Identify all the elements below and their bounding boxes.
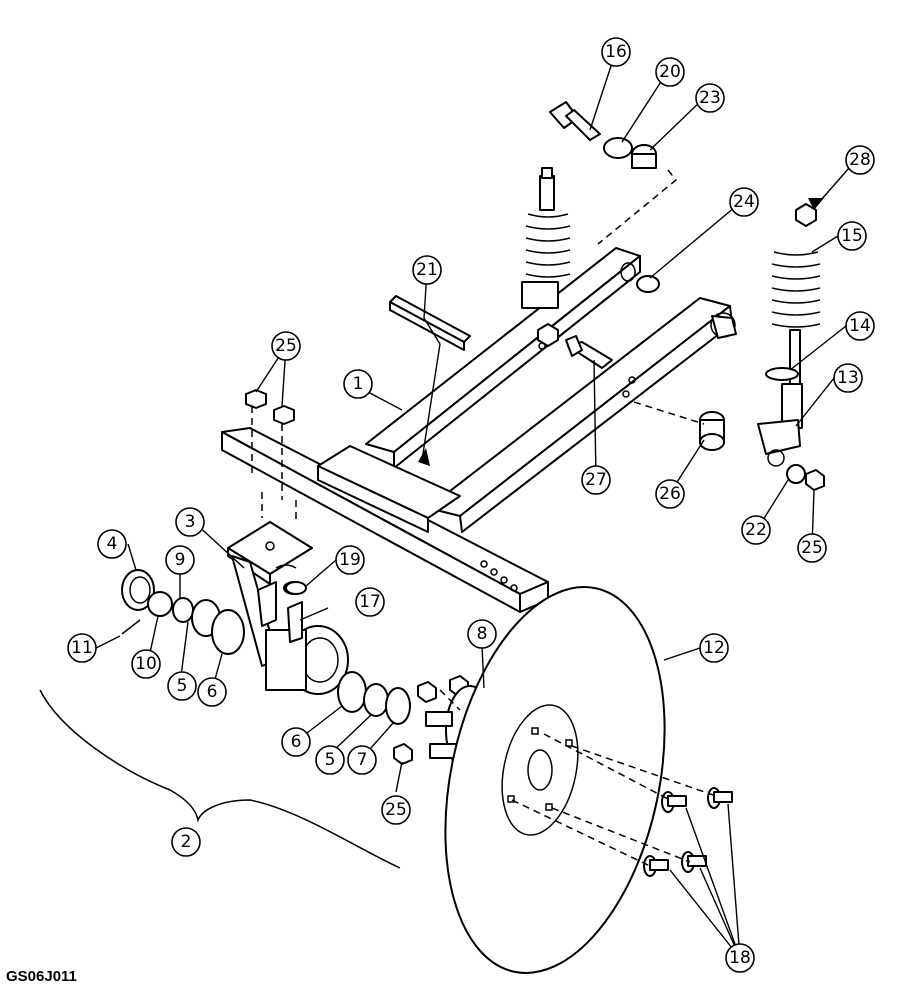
svg-text:4: 4	[107, 534, 118, 554]
callout-6b: 6	[281, 727, 311, 757]
callout-3: 3	[175, 507, 205, 537]
callout-21: 21	[412, 255, 442, 285]
svg-text:2: 2	[181, 832, 192, 852]
svg-text:11: 11	[71, 638, 93, 658]
spring-assembly-left	[521, 167, 571, 309]
bearing-bracket	[227, 521, 349, 695]
callout-10: 10	[131, 649, 161, 679]
key-bar	[389, 295, 471, 351]
small-hardware	[285, 464, 825, 595]
callout-15: 15	[837, 221, 867, 251]
svg-text:7: 7	[357, 750, 368, 770]
callout-12: 12	[699, 633, 729, 663]
callout-11: 11	[67, 633, 97, 663]
svg-text:10: 10	[135, 654, 157, 674]
svg-text:24: 24	[733, 192, 755, 212]
svg-text:15: 15	[841, 226, 863, 246]
svg-text:3: 3	[185, 512, 196, 532]
svg-text:26: 26	[659, 484, 681, 504]
assembly-lines	[251, 169, 717, 867]
group-brace	[39, 689, 401, 869]
svg-text:5: 5	[325, 750, 336, 770]
callout-13: 13	[833, 363, 863, 393]
callout-18: 18	[725, 943, 755, 973]
svg-text:23: 23	[699, 88, 721, 108]
svg-text:25: 25	[385, 800, 407, 820]
svg-text:25: 25	[801, 538, 823, 558]
svg-text:5: 5	[177, 676, 188, 696]
svg-text:1: 1	[353, 374, 364, 394]
callout-20: 20	[655, 57, 685, 87]
callout-7: 7	[347, 745, 377, 775]
callout-25a: 25	[271, 331, 301, 361]
svg-text:28: 28	[849, 150, 871, 170]
svg-text:13: 13	[837, 368, 859, 388]
callout-14: 14	[845, 311, 875, 341]
svg-text:6: 6	[291, 732, 302, 752]
spring-rod-right	[757, 203, 821, 467]
svg-text:16: 16	[605, 42, 627, 62]
callout-28: 28	[845, 145, 875, 175]
callout-9: 9	[165, 545, 195, 575]
svg-text:20: 20	[659, 62, 681, 82]
callout-1: 1	[343, 369, 373, 399]
callout-25b: 25	[797, 533, 827, 563]
callout-27: 27	[581, 465, 611, 495]
callout-23: 23	[695, 83, 725, 113]
svg-text:6: 6	[207, 682, 218, 702]
svg-text:14: 14	[849, 316, 871, 336]
pivot-bolt	[565, 335, 613, 369]
callout-25c: 25	[381, 795, 411, 825]
callout-17: 17	[355, 587, 385, 617]
svg-text:27: 27	[585, 470, 607, 490]
svg-text:25: 25	[275, 336, 297, 356]
svg-text:12: 12	[703, 638, 725, 658]
callout-5a: 5	[167, 671, 197, 701]
callout-26: 26	[655, 479, 685, 509]
svg-text:19: 19	[339, 550, 361, 570]
callout-4: 4	[97, 529, 127, 559]
svg-text:9: 9	[175, 550, 186, 570]
svg-text:22: 22	[745, 520, 767, 540]
callout-24: 24	[729, 187, 759, 217]
callout-8: 8	[467, 619, 497, 649]
callout-16: 16	[601, 37, 631, 67]
plow-bolts	[643, 787, 733, 877]
svg-text:8: 8	[477, 624, 488, 644]
svg-text:17: 17	[359, 592, 381, 612]
callout-5b: 5	[315, 745, 345, 775]
callout-2: 2	[171, 827, 201, 857]
hex-nuts-top	[245, 389, 295, 425]
disc-blade	[444, 586, 666, 974]
spacer-bushing	[699, 411, 725, 451]
frame-arm	[221, 247, 737, 613]
left-bearing-parts	[121, 569, 245, 655]
svg-text:21: 21	[416, 260, 438, 280]
callout-22: 22	[741, 515, 771, 545]
drawing-code: GS06J011	[6, 968, 77, 985]
callout-19: 19	[335, 545, 365, 575]
svg-text:18: 18	[729, 948, 751, 968]
callout-6a: 6	[197, 677, 227, 707]
